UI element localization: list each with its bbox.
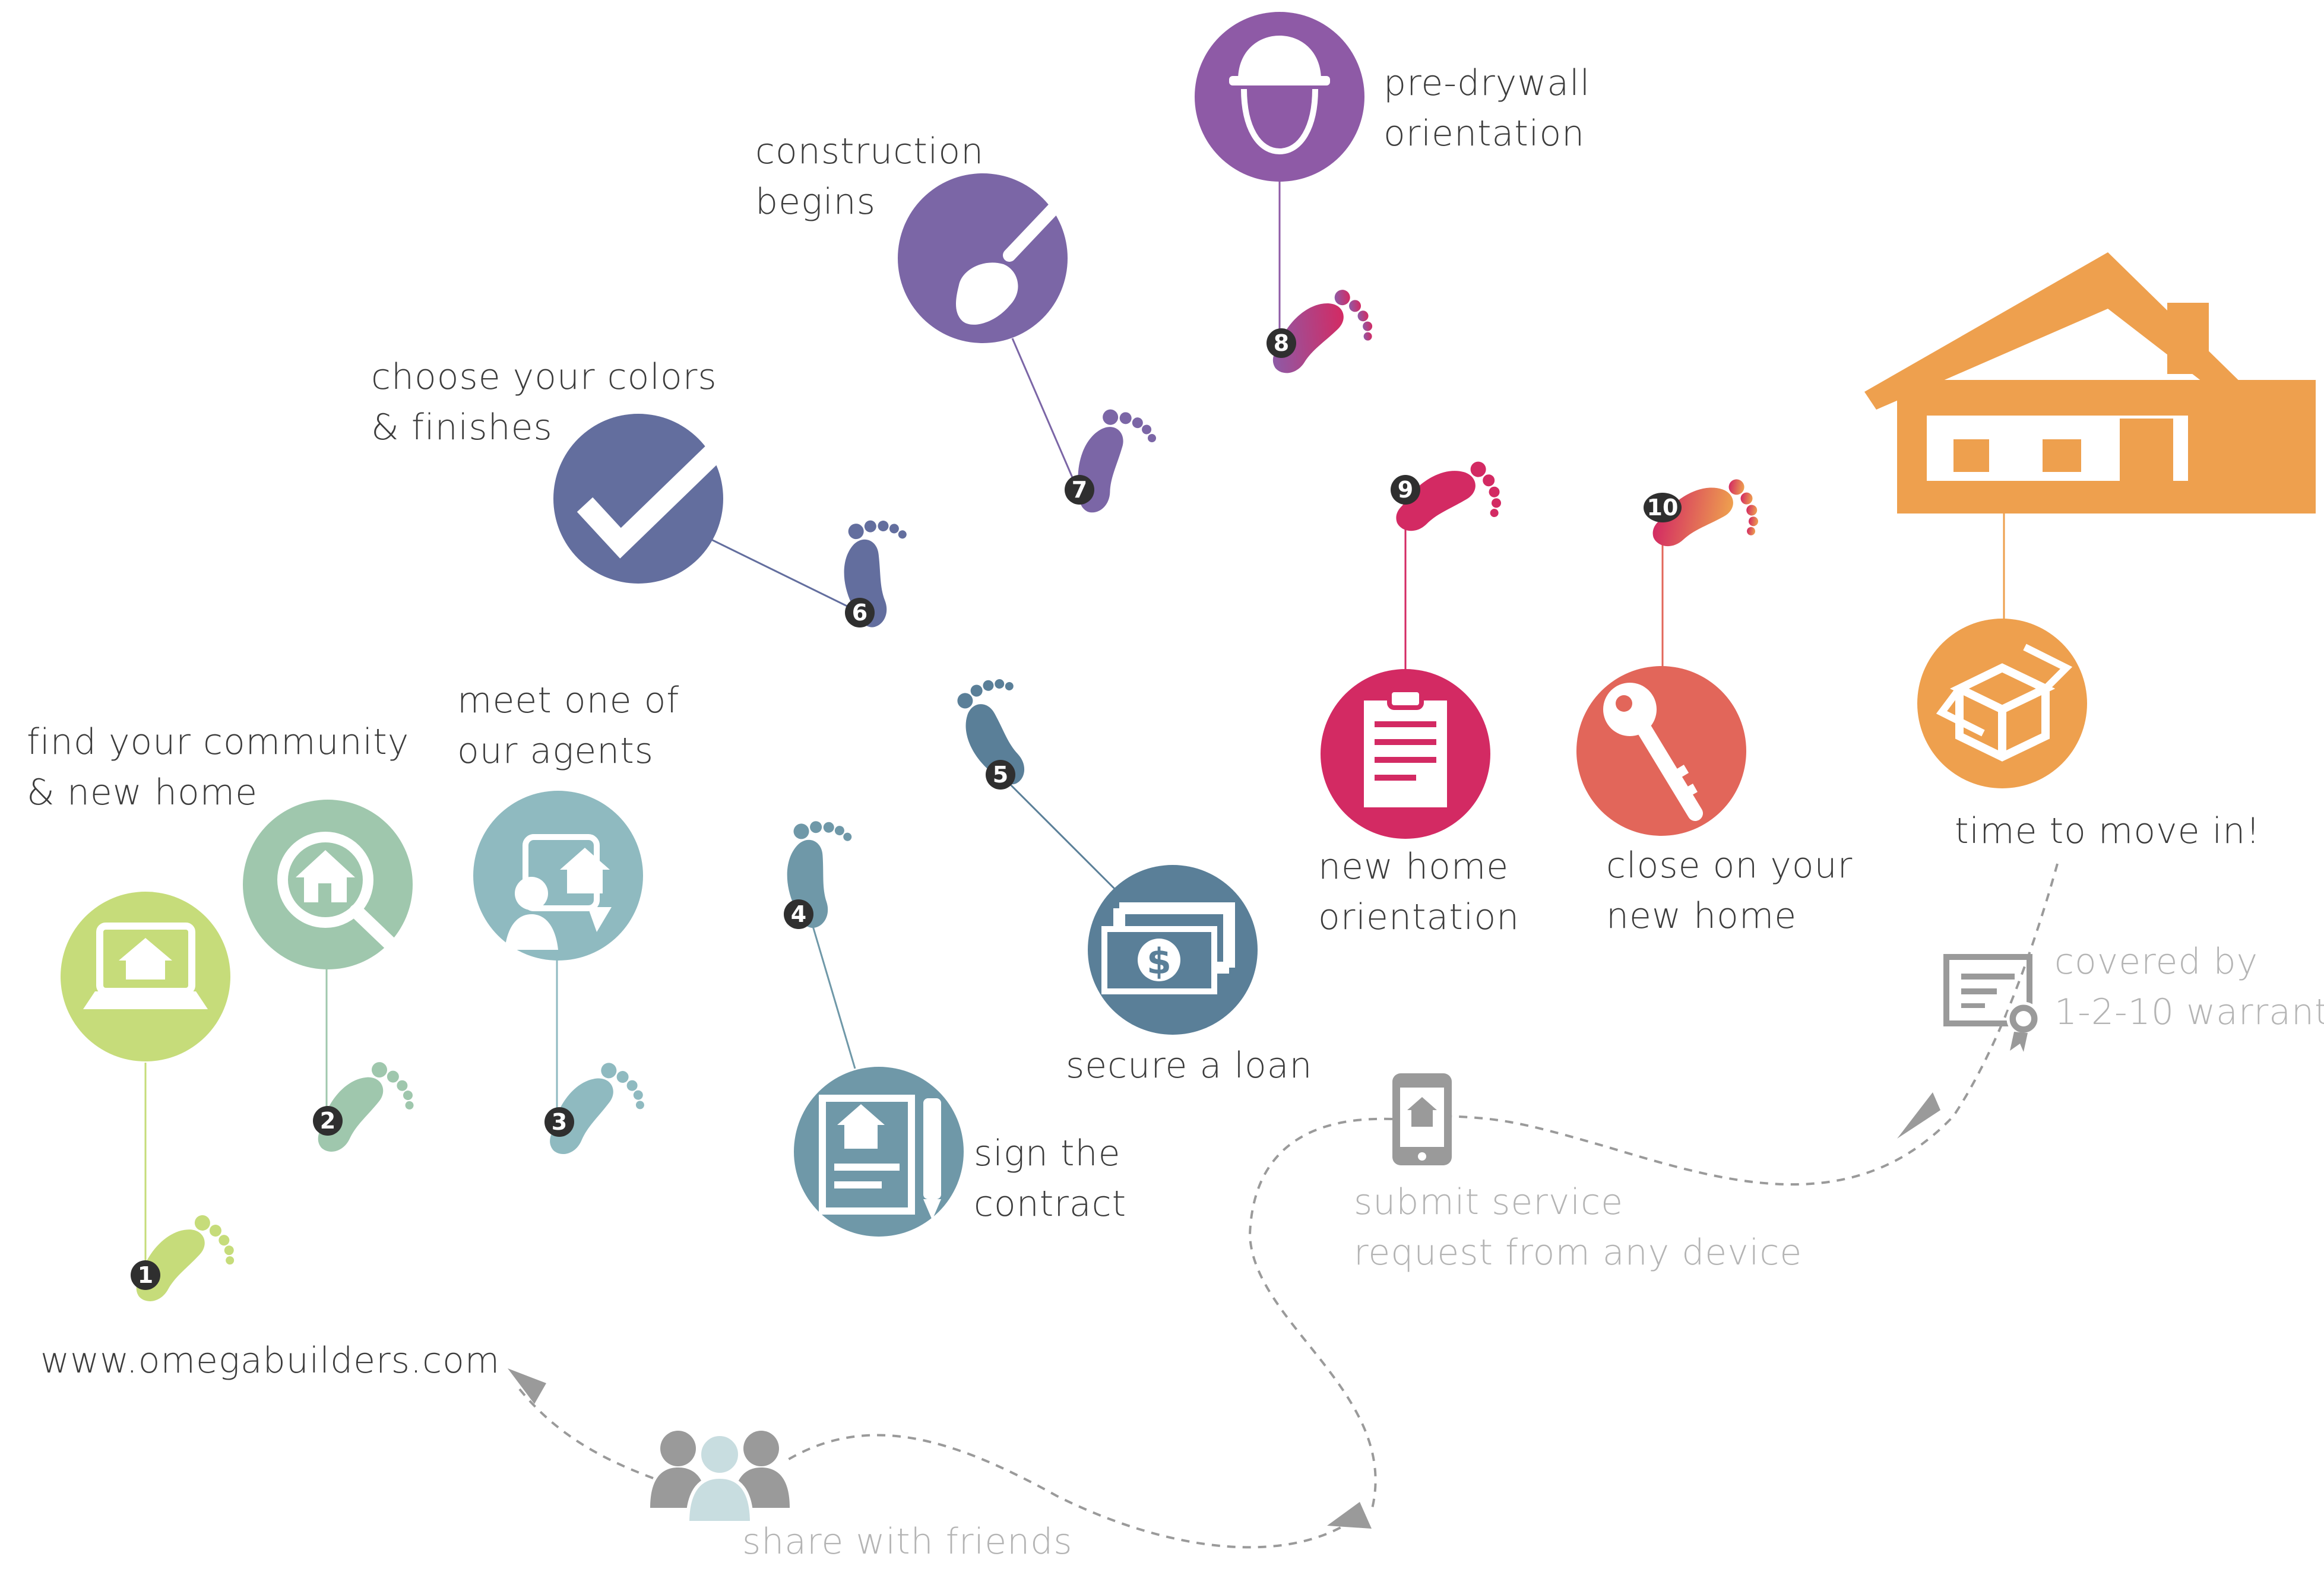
step-9: 9 new home orientation — [1318, 451, 1519, 938]
money-icon: $ — [1088, 865, 1258, 1035]
step-5: $ 5 secure a loan — [944, 672, 1313, 1086]
step-label: new home — [1318, 846, 1509, 887]
step-label: pre-drywall — [1383, 62, 1590, 104]
step-number-badge — [784, 899, 813, 929]
step-7: 7 construction begins — [755, 131, 1173, 518]
step-label: sign the — [974, 1133, 1121, 1174]
step-1: 1 find your community & new home — [27, 721, 409, 1303]
agent-home-icon — [473, 791, 643, 961]
step-number: 10 — [1647, 495, 1679, 521]
step-10: 10 close on your new home — [1576, 466, 1853, 937]
step-number: 7 — [1072, 477, 1087, 503]
move-in-label: time to move in! — [1955, 810, 2260, 852]
arrow-head-icon — [1897, 1092, 1940, 1139]
clipboard-icon — [1321, 669, 1490, 839]
step-number-badge — [313, 1106, 343, 1136]
step-label: choose your colors — [371, 356, 717, 398]
key-icon — [1576, 666, 1746, 836]
step-number-badge — [845, 598, 875, 627]
step-label: orientation — [1383, 113, 1585, 154]
step-number: 2 — [320, 1108, 335, 1134]
warranty-label: covered by — [2054, 941, 2258, 982]
step-label: close on your — [1606, 845, 1853, 886]
step-label: & new home — [27, 772, 258, 813]
step-8: 8 pre-drywall orientation — [1195, 12, 1590, 375]
arrow-head-icon — [1327, 1502, 1372, 1529]
step-number: 8 — [1274, 330, 1289, 356]
share-label: share with friends — [742, 1521, 1073, 1562]
step-number-badge — [1065, 475, 1094, 505]
step-number-badge — [986, 760, 1015, 790]
step-number: 5 — [993, 762, 1008, 788]
step-number: 1 — [138, 1262, 153, 1288]
checkmark-icon — [553, 414, 723, 584]
step-3: 3 meet one of our agents — [457, 680, 679, 1157]
step-number-badge — [1644, 493, 1682, 522]
step-label: construction — [755, 131, 984, 172]
box-icon — [1917, 619, 2087, 788]
service-label: request from any device — [1354, 1232, 1802, 1273]
move-in: time to move in! — [1864, 252, 2316, 852]
people-icon — [650, 1431, 790, 1524]
footprint-2 — [305, 1056, 421, 1155]
step-label: secure a loan — [1066, 1045, 1313, 1086]
step-number: 4 — [791, 901, 806, 927]
service-request: submit service request from any device — [1354, 1073, 1802, 1273]
step-label: contract — [974, 1183, 1126, 1225]
step-number: 3 — [552, 1109, 567, 1135]
contract-pen-icon — [794, 1067, 964, 1237]
step-number: 6 — [852, 600, 867, 626]
step-2: 2 — [243, 800, 421, 1155]
shovel-icon — [898, 173, 1069, 343]
step-label: orientation — [1318, 896, 1519, 938]
website-url[interactable]: www.omegabuilders.com — [40, 1340, 500, 1381]
hardhat-head-icon — [1195, 12, 1364, 182]
smartphone-icon — [1392, 1073, 1452, 1165]
step-number-badge — [1391, 475, 1420, 505]
step-number-badge — [1267, 328, 1296, 358]
magnifier-home-icon — [243, 800, 413, 969]
step-label: meet one of — [457, 680, 679, 721]
step-label: find your community — [27, 721, 409, 763]
step-number-badge — [544, 1107, 574, 1137]
step-label: & finishes — [371, 407, 553, 448]
arrow-head-icon — [508, 1368, 546, 1404]
warranty: covered by 1-2-10 warranty — [1943, 941, 2324, 1052]
footprint-3 — [534, 1056, 653, 1157]
step-number-badge — [131, 1260, 160, 1290]
share-with-friends: share with friends — [650, 1431, 1073, 1562]
step-label: our agents — [457, 730, 654, 772]
svg-text:$: $ — [1147, 941, 1172, 982]
house-icon — [1864, 252, 2316, 514]
warranty-label: 1-2-10 warranty — [2054, 991, 2324, 1033]
laptop-home-icon — [61, 892, 230, 1061]
connector-lines — [144, 181, 2005, 1270]
step-number: 9 — [1398, 477, 1413, 503]
step-label: new home — [1606, 895, 1797, 937]
step-4: 4 sign the contract — [752, 804, 1126, 1237]
step-6: 6 choose your colors & finishes — [371, 356, 930, 632]
certificate-icon — [1943, 954, 2041, 1052]
step-label: begins — [755, 181, 876, 223]
service-label: submit service — [1354, 1181, 1623, 1223]
after-sale-dashed-path — [508, 863, 2059, 1549]
